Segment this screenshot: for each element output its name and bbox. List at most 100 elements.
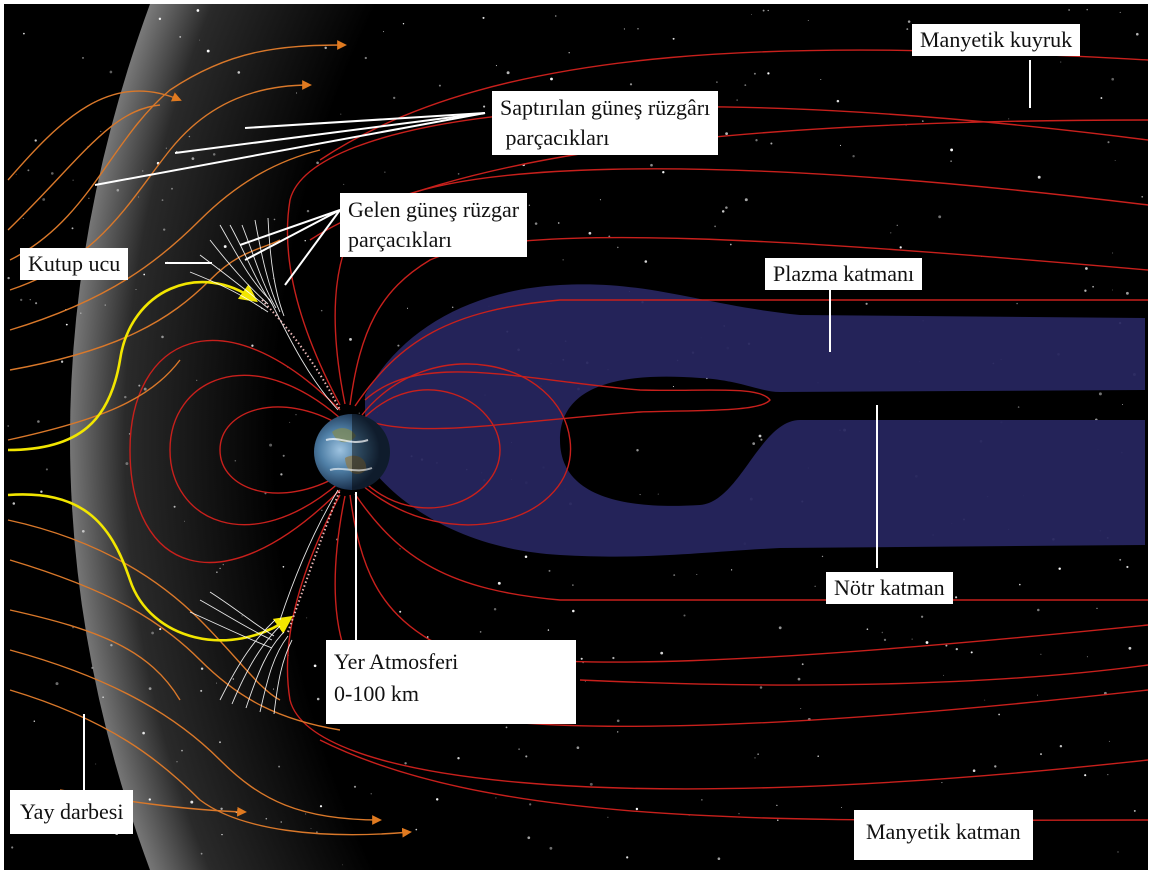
star	[219, 268, 221, 270]
star	[200, 667, 204, 670]
star	[109, 70, 113, 74]
star	[568, 51, 570, 54]
label-polar-cusp: Kutup ucu	[20, 248, 129, 280]
star	[576, 746, 580, 750]
star	[1126, 565, 1129, 569]
star	[383, 31, 385, 33]
star	[190, 800, 194, 804]
star	[820, 78, 822, 80]
star	[219, 741, 221, 744]
star	[1114, 159, 1116, 162]
star	[906, 28, 909, 31]
star	[397, 344, 400, 347]
star	[1108, 740, 1110, 742]
star	[282, 565, 285, 568]
star	[179, 35, 182, 38]
star	[617, 731, 619, 733]
star	[612, 656, 615, 660]
star	[34, 139, 37, 142]
star	[527, 836, 531, 840]
star	[212, 153, 216, 156]
star	[767, 9, 769, 12]
star	[159, 628, 162, 631]
star	[529, 803, 532, 806]
star	[148, 687, 152, 690]
star	[599, 199, 601, 201]
star	[104, 304, 106, 306]
star	[623, 28, 625, 30]
star	[407, 307, 408, 309]
star	[755, 139, 758, 142]
star	[1125, 291, 1129, 295]
star	[33, 720, 36, 722]
star	[777, 819, 779, 821]
solar-wind-lines	[7, 40, 412, 838]
star	[265, 817, 268, 820]
star	[435, 798, 439, 801]
star	[1111, 77, 1115, 81]
star	[495, 797, 497, 799]
star	[35, 302, 38, 305]
star	[907, 20, 911, 23]
star	[102, 696, 104, 698]
star	[65, 323, 68, 326]
label-magnetosheath: Manyetik katman	[854, 810, 1033, 860]
star	[384, 171, 386, 173]
star	[316, 831, 318, 834]
star	[911, 638, 913, 640]
star	[1096, 607, 1098, 610]
star	[124, 395, 127, 399]
label-neutral-sheet: Nötr katman	[826, 572, 953, 604]
star	[1037, 175, 1041, 179]
star	[524, 555, 528, 558]
star	[295, 414, 297, 416]
star	[717, 857, 721, 861]
star	[505, 726, 508, 729]
star	[817, 755, 819, 757]
star	[1037, 608, 1040, 612]
star	[518, 748, 520, 751]
star	[80, 312, 82, 314]
star	[216, 571, 218, 573]
star	[125, 462, 129, 466]
star	[320, 309, 323, 312]
star	[1068, 9, 1070, 11]
star	[206, 49, 210, 53]
star	[221, 833, 223, 836]
star	[313, 664, 317, 668]
star	[342, 864, 343, 866]
star	[555, 15, 557, 17]
star	[116, 188, 120, 192]
star	[744, 198, 748, 202]
star	[176, 761, 178, 763]
star	[644, 260, 648, 263]
star	[72, 627, 74, 629]
star	[758, 434, 762, 438]
star	[72, 179, 74, 181]
star	[1141, 195, 1144, 198]
star	[955, 596, 958, 599]
star	[37, 420, 40, 423]
star	[1040, 653, 1042, 655]
label-earth-atmosphere-line1: Yer Atmosferi	[334, 649, 459, 674]
star	[814, 585, 816, 587]
star	[896, 224, 898, 226]
star	[110, 643, 113, 647]
star	[40, 490, 43, 493]
star	[241, 615, 243, 617]
leader-lines	[83, 60, 1031, 790]
star	[1086, 656, 1088, 658]
star	[572, 584, 574, 586]
star	[770, 142, 773, 145]
star	[752, 442, 756, 445]
star	[714, 225, 716, 228]
star	[482, 16, 485, 19]
label-deflected-solar-wind-line2: parçacıkları	[500, 125, 610, 150]
star	[925, 641, 929, 644]
star	[141, 170, 144, 172]
label-deflected-solar-wind: Saptırılan güneş rüzgârı parçacıkları	[492, 91, 719, 155]
star	[282, 454, 285, 457]
star	[50, 172, 54, 175]
star	[1100, 97, 1103, 99]
